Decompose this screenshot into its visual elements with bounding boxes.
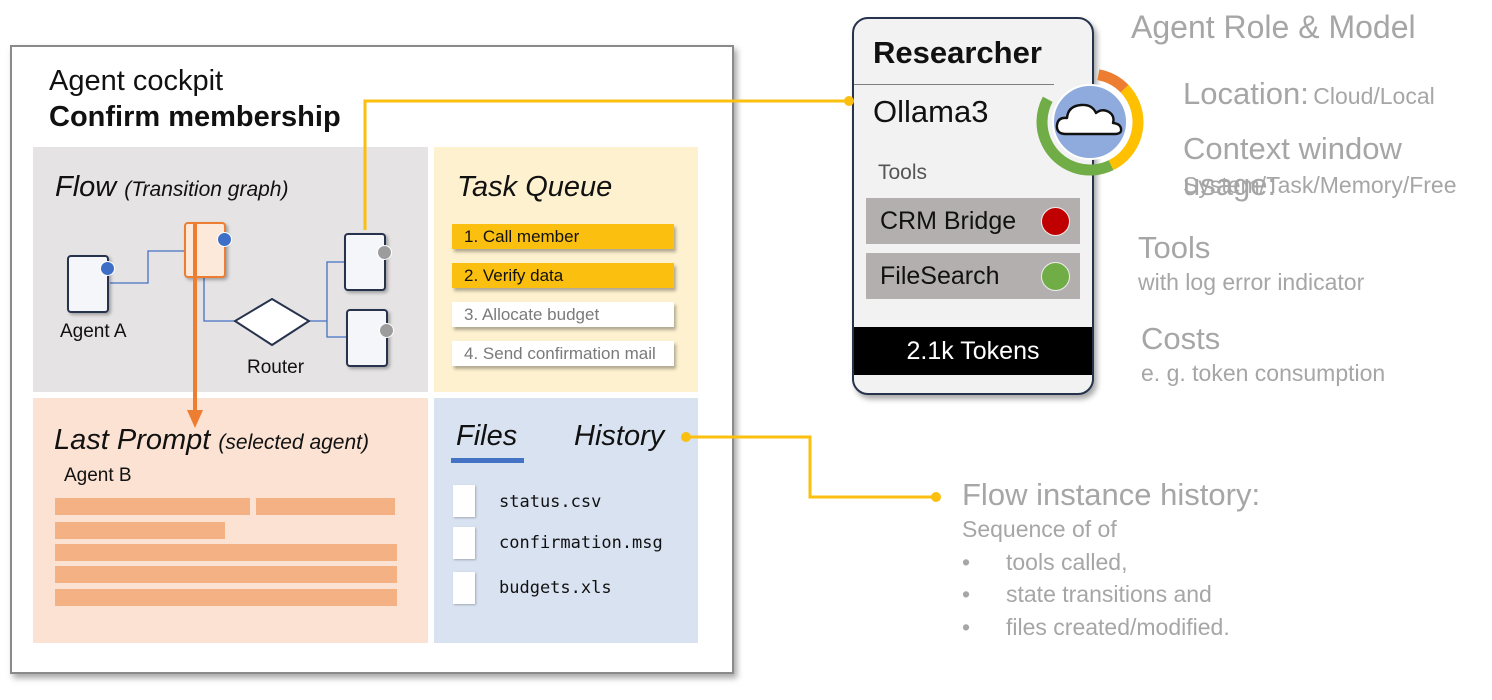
legend-history-item-text: files created/modified. (1006, 614, 1230, 640)
context-segment-task (1036, 68, 1144, 176)
agent-a-label: Agent A (60, 321, 127, 342)
router-label: Router (247, 357, 305, 378)
edge-router-to-top-node (326, 261, 345, 321)
token-bar: 2.1k Tokens (854, 327, 1092, 375)
files-tab-underline (451, 458, 524, 463)
legend-context-value: System/Task/Memory/Free (1183, 172, 1457, 198)
legend-context-label: Context window usage: (1183, 131, 1402, 202)
tool-row-crm-bridge[interactable]: CRM Bridge (866, 198, 1080, 244)
prompt-text-line (55, 566, 397, 583)
files-history-panel: Files History status.csv confirmation.ms… (434, 398, 698, 643)
edge-agent-a-to-b (110, 250, 185, 284)
last-prompt-panel: Last Prompt (selected agent) Agent B (33, 398, 428, 643)
prompt-text-line (55, 498, 250, 515)
file-item[interactable]: confirmation.msg (499, 533, 663, 553)
legend-location-value: Cloud/Local (1313, 83, 1435, 109)
tools-label: Tools (878, 161, 928, 184)
flow-title: Flow (55, 171, 117, 203)
agent-role: Researcher (873, 35, 1042, 70)
flow-panel-title: Flow (Transition graph) (55, 171, 288, 204)
tool-error-indicator (1041, 207, 1070, 236)
cockpit-subtitle: Confirm membership (49, 101, 341, 133)
legend-costs-desc: e. g. token consumption (1141, 360, 1386, 386)
agent-b-status-dot (217, 232, 232, 247)
history-connector-dot-end (931, 492, 941, 502)
last-prompt-panel-title: Last Prompt (selected agent) (54, 424, 369, 457)
prompt-text-line (55, 544, 397, 561)
tool-name: FileSearch (880, 262, 1000, 290)
agent-top-right-status-dot (377, 245, 392, 260)
legend-history-item: •files created/modified. (962, 614, 1230, 640)
file-item[interactable]: status.csv (499, 492, 602, 512)
legend-history-title: Flow instance history: (962, 477, 1261, 512)
card-divider (854, 84, 1054, 85)
legend-history-item: •state transitions and (962, 581, 1212, 607)
tab-history[interactable]: History (574, 420, 665, 452)
agent-node-bottom-right[interactable] (346, 309, 394, 367)
agent-cockpit-window: Agent cockpit Confirm membership Flow (T… (10, 45, 734, 674)
legend-location-label: Location: (1183, 76, 1309, 111)
legend-history-desc: Sequence of of (962, 516, 1117, 542)
task-item[interactable]: 4. Send confirmation mail (452, 341, 674, 366)
tool-name: CRM Bridge (880, 207, 1017, 235)
cockpit-title: Agent cockpit (49, 65, 224, 97)
task-item[interactable]: 2. Verify data (452, 263, 674, 288)
prompt-text-line (55, 589, 397, 606)
task-queue-title: Task Queue (457, 171, 613, 203)
agent-node-top-right[interactable] (344, 233, 392, 291)
edge-router-to-bottom-node (326, 321, 347, 338)
file-icon (453, 527, 475, 559)
last-prompt-title: Last Prompt (54, 424, 211, 456)
flow-panel: Flow (Transition graph) Agent A Router (33, 147, 428, 392)
tool-ok-indicator (1041, 262, 1070, 291)
edge-agent-b-to-router (203, 277, 235, 322)
task-queue-panel: Task Queue 1. Call member 2. Verify data… (434, 147, 698, 392)
token-count: 2.1k Tokens (906, 337, 1040, 365)
tool-row-filesearch[interactable]: FileSearch (866, 253, 1080, 299)
agent-card[interactable]: Researcher Ollama3 Tools CRM Bridge File… (852, 17, 1094, 395)
flow-edges (110, 250, 347, 347)
router-diamond[interactable] (233, 297, 311, 347)
agent-b-node-selected[interactable] (184, 222, 232, 278)
agent-bottom-right-status-dot (379, 323, 394, 338)
last-prompt-subtitle: (selected agent) (218, 431, 369, 454)
flow-subtitle: (Transition graph) (124, 178, 289, 201)
prompt-agent-label: Agent B (64, 465, 132, 486)
legend-history-item-text: state transitions and (1006, 581, 1212, 607)
tab-files[interactable]: Files (456, 420, 518, 452)
legend-costs-title: Costs (1141, 321, 1221, 356)
cloud-icon (1055, 103, 1123, 136)
legend-role-model: Agent Role & Model (1131, 9, 1416, 45)
legend-location: Location: Cloud/Local (1183, 76, 1435, 112)
task-item[interactable]: 1. Call member (452, 224, 674, 249)
file-icon (453, 572, 475, 604)
prompt-text-line (256, 498, 395, 515)
legend-tools-title: Tools (1138, 230, 1211, 265)
agent-a-node[interactable] (67, 255, 115, 313)
prompt-text-line (55, 522, 225, 539)
file-item[interactable]: budgets.xls (499, 578, 612, 598)
legend-history-item-text: tools called, (1006, 549, 1128, 575)
agent-model: Ollama3 (873, 94, 989, 129)
task-item[interactable]: 3. Allocate budget (452, 302, 674, 327)
agent-a-status-dot (100, 261, 115, 276)
legend-history-item: •tools called, (962, 549, 1128, 575)
context-usage-ring (1036, 68, 1144, 176)
file-icon (453, 485, 475, 517)
legend-tools-desc: with log error indicator (1138, 269, 1365, 295)
